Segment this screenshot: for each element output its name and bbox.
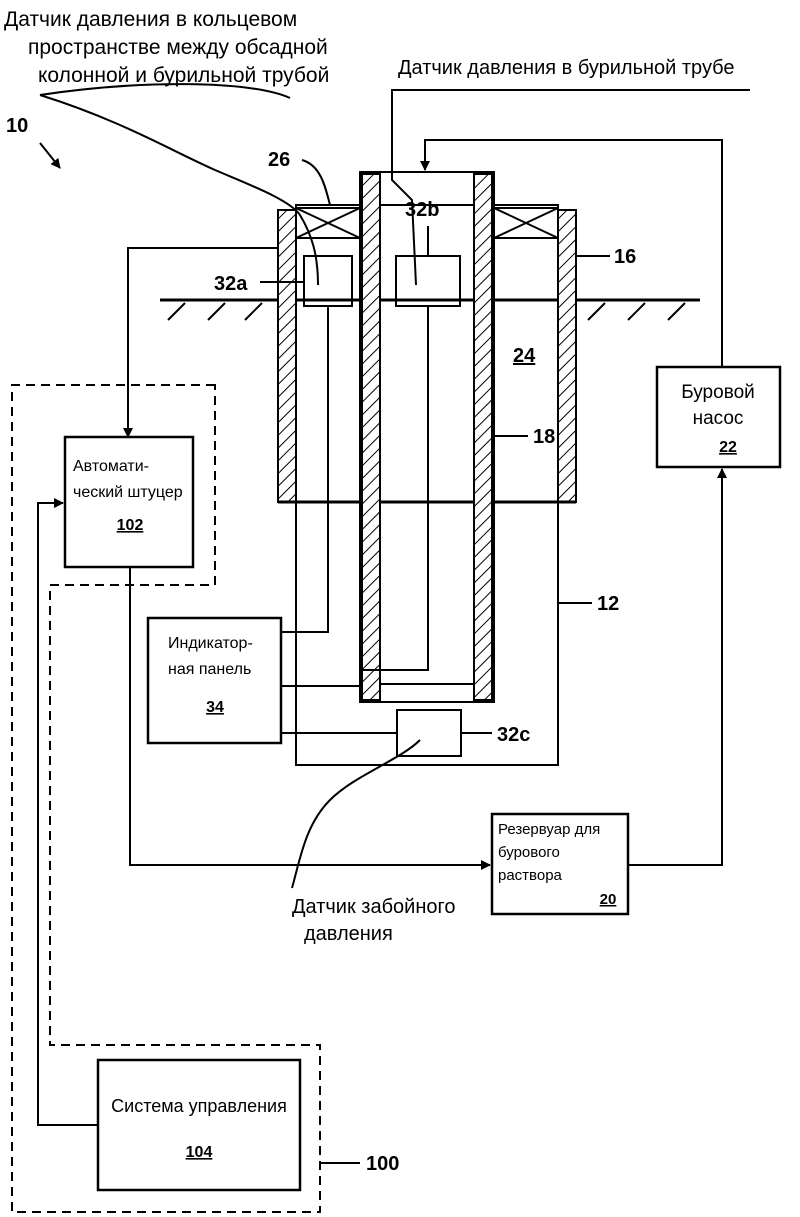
ground-surface: [160, 300, 700, 320]
annular-sensor-label-line2: пространстве между обсадной: [28, 36, 328, 59]
bottomhole-sensor-label-line1: Датчик забойного: [292, 896, 455, 918]
choke-label-line1: Автомати-: [73, 458, 149, 475]
automatic-choke-box: [65, 437, 193, 567]
ref-12: 12: [597, 593, 619, 615]
ref-24: 24: [513, 345, 536, 367]
ref-18: 18: [533, 426, 555, 448]
sensor-32c: [397, 710, 461, 756]
annular-sensor-label-line1: Датчик давления в кольцевом: [4, 8, 297, 31]
signal-line-32b: [281, 306, 428, 686]
choke-ref: 102: [117, 517, 144, 534]
ref-16: 16: [614, 246, 636, 268]
drillpipe-sensor-label: Датчик давления в бурильной трубе: [398, 57, 735, 79]
control-system-box: [98, 1060, 300, 1190]
tank-ref: 20: [600, 891, 617, 908]
control-ref: 104: [186, 1144, 213, 1161]
bottomhole-sensor-label-line2: давления: [304, 923, 393, 945]
ref-32c: 32c: [497, 724, 530, 746]
tank-label-line3: раствора: [498, 867, 563, 884]
control-label-line1: Система управления: [111, 1096, 287, 1116]
tank-label-line2: бурового: [498, 844, 560, 861]
tank-to-pump-line: [628, 469, 722, 865]
panel-ref: 34: [206, 699, 224, 716]
control-to-choke-line: [38, 503, 98, 1125]
return-line-to-choke: [128, 248, 278, 437]
pump-label-line2: насос: [693, 408, 744, 429]
panel-label-line1: Индикатор-: [168, 635, 253, 652]
annular-sensor-label-line3: колонной и бурильной трубой: [38, 64, 329, 87]
pump-label-line1: Буровой: [681, 382, 755, 403]
pump-ref: 22: [719, 439, 737, 456]
tank-label-line1: Резервуар для: [498, 821, 600, 838]
choke-label-line2: ческий штуцер: [73, 484, 183, 501]
ref-10: 10: [6, 115, 28, 137]
ref-32b: 32b: [405, 199, 439, 221]
panel-label-line2: ная панель: [168, 661, 251, 678]
ref-32a: 32a: [214, 273, 248, 295]
annular-sensor-leader: [40, 84, 318, 285]
ref-100: 100: [366, 1153, 399, 1175]
ref-26: 26: [268, 149, 290, 171]
